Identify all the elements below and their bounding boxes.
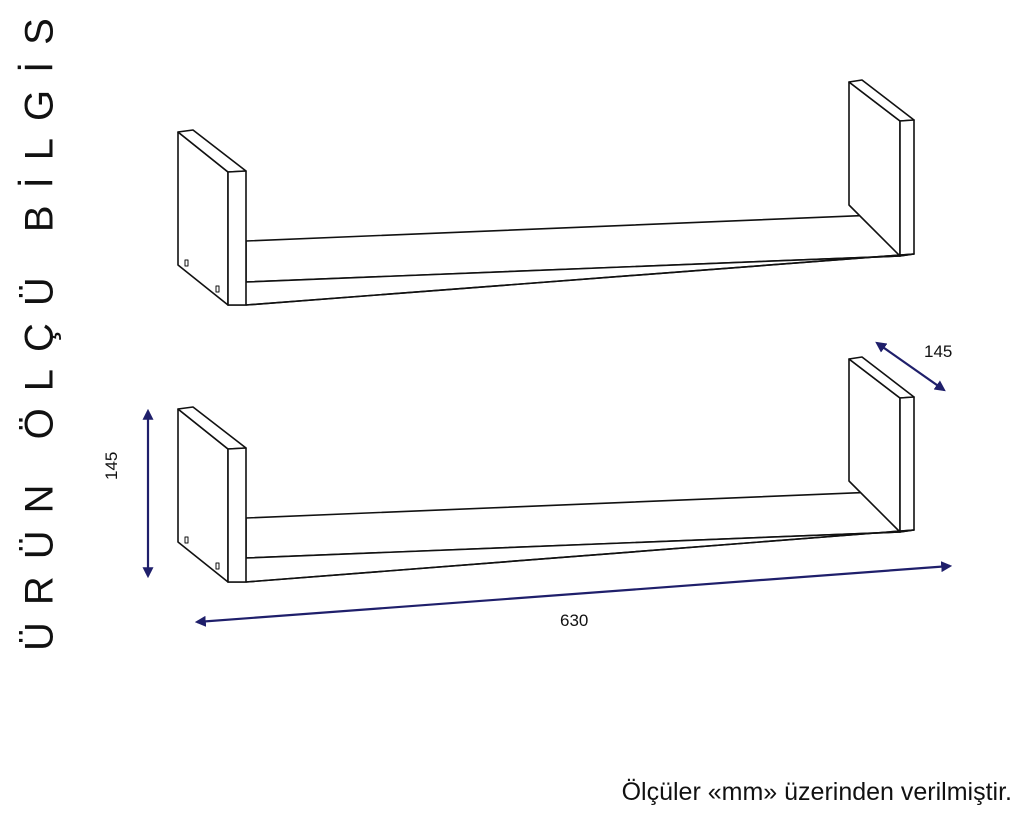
- shelf-bottom-screw-2: [215, 562, 220, 570]
- shelf-bottom: [177, 356, 915, 583]
- width-arrow: [194, 561, 953, 627]
- height-label: 145: [102, 451, 121, 480]
- shelf-bottom-right-panel-side: [899, 396, 915, 533]
- shelf-top-screw-2: [215, 285, 220, 293]
- shelf-top-right-panel-side: [899, 119, 915, 257]
- depth-arrow: [875, 341, 946, 392]
- shelf-top-screw-1: [184, 259, 189, 267]
- shelf-bottom-screw-1: [184, 536, 189, 544]
- shelf-top-left-panel-front: [227, 170, 247, 306]
- shelf-bottom-left-panel-front: [227, 447, 247, 583]
- shelf-top: [177, 79, 915, 306]
- depth-label: 145: [924, 342, 953, 361]
- footnote: Ölçüler «mm» üzerinden verilmiştir.: [621, 778, 1012, 806]
- width-label: 630: [560, 611, 589, 630]
- page-title: ÜRÜN ÖLÇÜ BİLGİSİ: [17, 0, 62, 651]
